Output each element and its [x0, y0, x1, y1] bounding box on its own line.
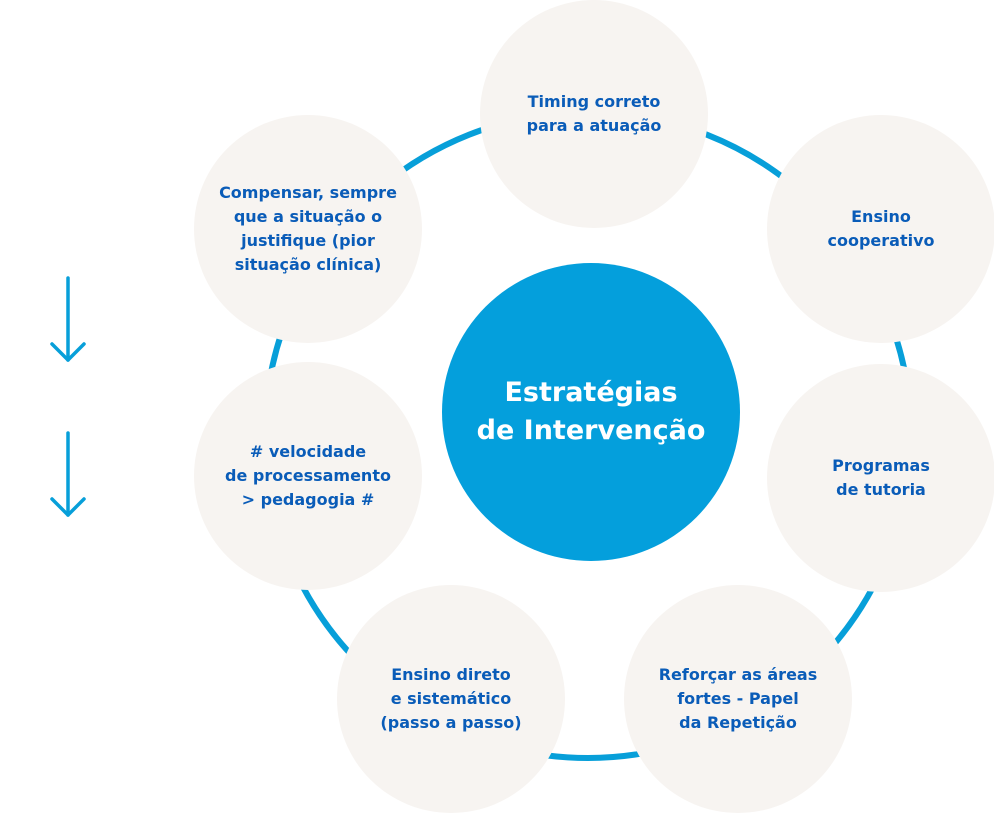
- node-velocidade: # velocidade de processamento > pedagogi…: [194, 362, 422, 590]
- node-reforcar-label: Reforçar as áreas fortes - Papel da Repe…: [658, 665, 818, 732]
- node-programas-tutoria-label: Programas de tutoria: [832, 456, 930, 499]
- arrow-down-icon: [50, 431, 86, 517]
- node-programas-tutoria: Programas de tutoria: [767, 364, 994, 592]
- node-ensino-direto-label: Ensino direto e sistemático (passo a pas…: [380, 665, 522, 732]
- node-ensino-cooperativo: Ensino cooperativo: [767, 115, 994, 343]
- node-timing: Timing correto para a atuação: [480, 0, 708, 228]
- arrow-down-icon: [50, 276, 86, 362]
- node-timing-label: Timing correto para a atuação: [526, 92, 662, 135]
- node-reforcar: Reforçar as áreas fortes - Papel da Repe…: [624, 585, 852, 813]
- hub-title: Estratégias de Intervenção: [476, 377, 706, 446]
- node-compensar-label: Compensar, sempre que a situação o justi…: [219, 183, 397, 274]
- hub-circle: Estratégias de Intervenção: [442, 263, 740, 561]
- node-compensar: Compensar, sempre que a situação o justi…: [194, 115, 422, 343]
- node-ensino-direto: Ensino direto e sistemático (passo a pas…: [337, 585, 565, 813]
- node-ensino-cooperativo-label: Ensino cooperativo: [827, 207, 935, 250]
- node-velocidade-label: # velocidade de processamento > pedagogi…: [225, 442, 391, 509]
